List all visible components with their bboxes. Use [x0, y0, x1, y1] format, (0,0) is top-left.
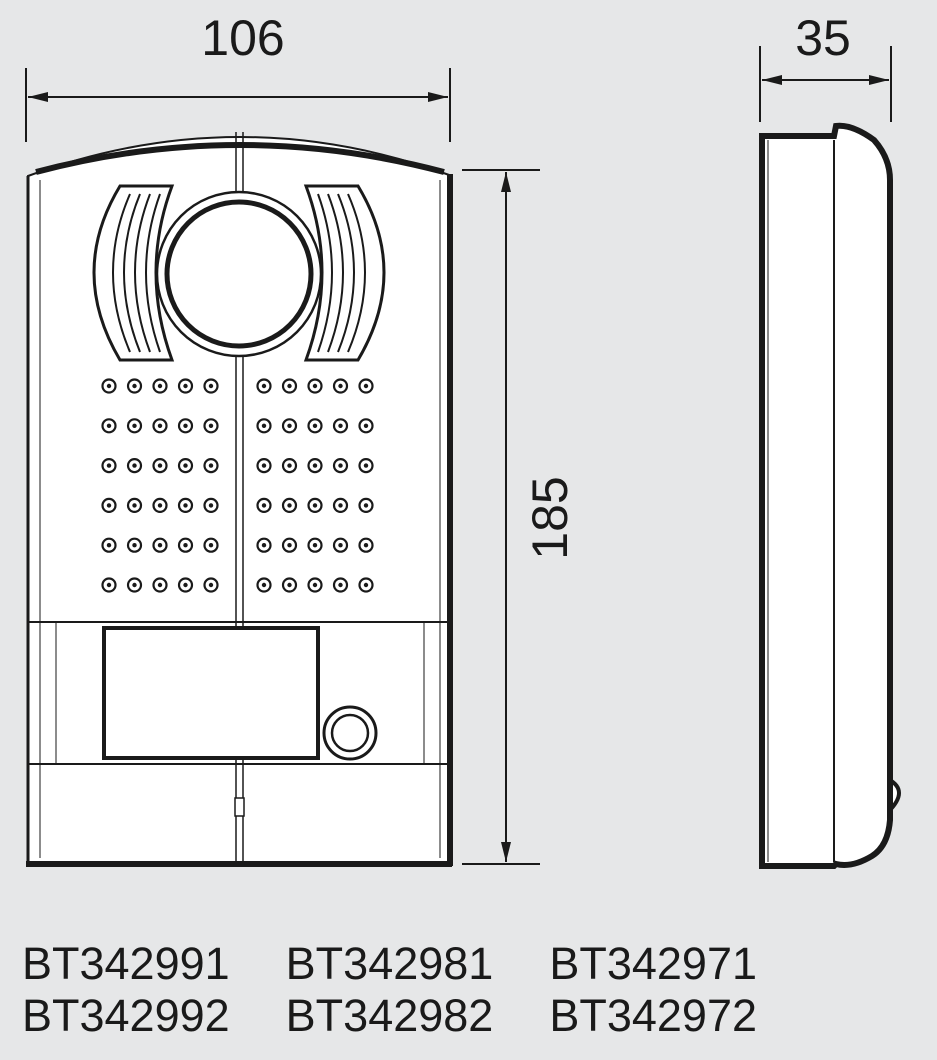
- grille-hole-center: [106, 383, 112, 389]
- grille-hole-center: [106, 582, 112, 588]
- product-code-column-1: BT342991 BT342992: [22, 938, 230, 1042]
- grille-hole-center: [363, 503, 369, 508]
- product-code: BT342991: [22, 938, 230, 989]
- grille-hole-center: [261, 503, 267, 508]
- grille-hole-center: [287, 503, 292, 508]
- grille-hole-center: [261, 423, 267, 428]
- grille-hole-center: [363, 383, 369, 389]
- width-label: 106: [201, 10, 284, 66]
- grille-hole-center: [106, 423, 112, 428]
- left-led-array: [92, 184, 175, 362]
- grille-hole-center: [287, 543, 292, 548]
- grille-hole-center: [312, 383, 318, 389]
- grille-hole-center: [338, 543, 343, 548]
- grille-hole-center: [106, 503, 112, 508]
- grille-hole-center: [287, 423, 292, 428]
- grille-hole-center: [208, 423, 214, 428]
- grille-hole-center: [287, 463, 292, 468]
- grille-hole-center: [157, 463, 163, 468]
- grille-hole-center: [363, 423, 369, 428]
- height-label: 185: [522, 476, 578, 559]
- grille-hole-center: [287, 383, 292, 389]
- depth-label: 35: [795, 10, 851, 66]
- grille-hole-center: [363, 543, 369, 548]
- grille-hole-center: [261, 543, 267, 548]
- grille-hole-center: [338, 582, 343, 588]
- grille-hole-center: [183, 582, 188, 588]
- camera-lens: [155, 190, 323, 358]
- grille-hole-center: [132, 503, 137, 508]
- right-led-array: [303, 184, 386, 362]
- grille-hole-center: [183, 503, 188, 508]
- grille-hole-center: [208, 543, 214, 548]
- grille-hole-center: [208, 582, 214, 588]
- product-code: BT342982: [285, 990, 494, 1041]
- grille-hole-center: [287, 582, 292, 588]
- grille-hole-center: [157, 423, 163, 428]
- grille-hole-center: [208, 503, 214, 508]
- grille-hole-center: [312, 582, 318, 588]
- grille-hole-center: [157, 543, 163, 548]
- grille-hole-center: [312, 423, 318, 428]
- grille-hole-center: [261, 463, 267, 468]
- speaker-grille: [101, 378, 374, 593]
- grille-hole-center: [208, 463, 214, 468]
- grille-hole-center: [338, 383, 343, 389]
- grille-hole-center: [157, 582, 163, 588]
- product-code: BT342971: [549, 938, 758, 989]
- grille-hole-center: [183, 463, 188, 468]
- nameplate-area: [28, 621, 452, 765]
- name-label-window: [102, 626, 320, 760]
- grille-hole-center: [338, 503, 343, 508]
- width-dimension: 106: [25, 10, 451, 142]
- grille-hole-center: [132, 463, 137, 468]
- grille-hole-center: [261, 582, 267, 588]
- grille-hole-center: [183, 543, 188, 548]
- grille-hole-center: [106, 543, 112, 548]
- grille-hole-center: [183, 383, 188, 389]
- product-codes: BT342991 BT342992 BT342981 BT342982 BT34…: [22, 938, 757, 1042]
- grille-hole-center: [132, 543, 137, 548]
- grille-hole-center: [183, 423, 188, 428]
- product-code-column-2: BT342981 BT342982: [286, 938, 494, 1042]
- grille-hole-center: [106, 463, 112, 468]
- front-view: [26, 132, 453, 867]
- grille-hole-center: [132, 383, 137, 389]
- grille-hole-center: [132, 423, 137, 428]
- grille-hole-center: [157, 503, 163, 508]
- grille-hole-center: [338, 463, 343, 468]
- grille-hole-center: [261, 383, 267, 389]
- product-code: BT342992: [22, 990, 230, 1041]
- depth-dimension: 35: [759, 10, 892, 122]
- grille-hole-center: [208, 383, 214, 389]
- grille-hole-center: [363, 463, 369, 468]
- grille-hole-center: [363, 582, 369, 588]
- grille-hole-center: [132, 582, 137, 588]
- grille-hole-center: [157, 383, 163, 389]
- side-view: [759, 122, 901, 869]
- grille-hole-center: [312, 543, 318, 548]
- grille-hole-center: [312, 503, 318, 508]
- product-code: BT342981: [285, 938, 494, 989]
- product-code-column-3: BT342971 BT342972: [549, 938, 757, 1042]
- side-profile-outline: [759, 122, 893, 869]
- grille-hole-center: [338, 423, 343, 428]
- height-dimension: 185: [462, 169, 578, 865]
- product-code: BT342972: [549, 990, 758, 1041]
- grille-hole-center: [312, 463, 318, 468]
